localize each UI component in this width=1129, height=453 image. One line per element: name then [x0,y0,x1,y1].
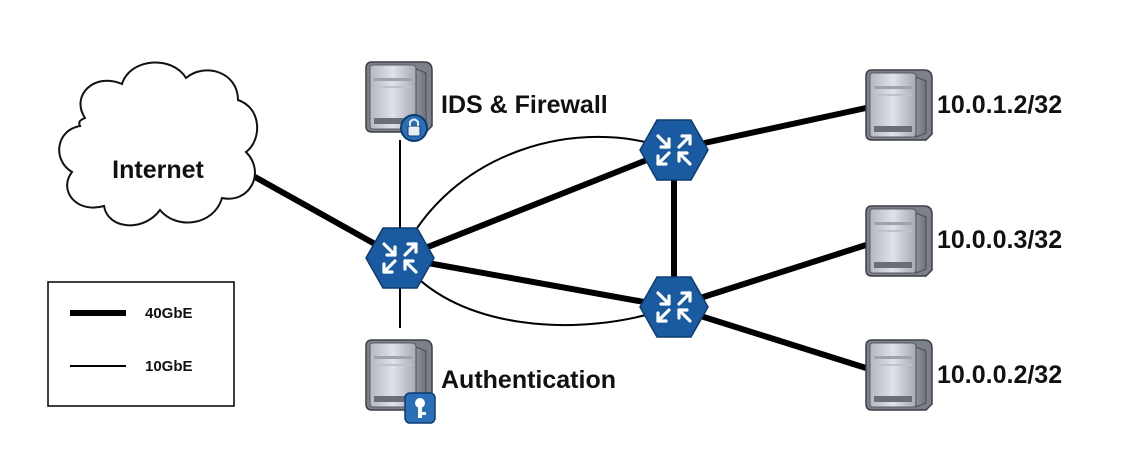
link-lower-host2 [671,242,867,310]
legend-10gbe-label: 10GbE [145,358,193,375]
upper-router [638,118,710,182]
links-10gbe [399,135,673,328]
link-lower-host3 [671,304,867,371]
link-core-lower-10g [399,257,673,326]
core-router [364,226,436,290]
legend: 40GbE 10GbE [47,281,235,407]
authentication-label: Authentication [441,366,616,394]
link-core-upper [398,147,674,261]
host-node-3: 10.0.0.2/32 [865,339,1062,411]
link-core-lower [399,255,673,310]
host-node-2: 10.0.0.3/32 [865,205,1062,277]
internet-cloud: Internet [58,61,259,227]
router-icon [364,226,436,290]
authentication-node: Authentication [365,339,616,424]
router-icon [638,275,710,339]
link-core-upper-10g [399,135,673,259]
legend-40gbe-label: 40GbE [145,305,193,322]
server-icon [865,205,933,277]
internet-label: Internet [112,156,204,184]
server-icon [865,69,933,141]
key-badge-icon [404,392,436,424]
cloud-icon [58,61,259,227]
lower-router [638,275,710,339]
links-40gbe [244,105,867,371]
server-icon [865,339,933,411]
router-icon [638,118,710,182]
host-1-label: 10.0.1.2/32 [937,91,1062,119]
ids-firewall-node: IDS & Firewall [365,61,608,142]
ids-firewall-label: IDS & Firewall [441,91,608,119]
legend-box [47,281,235,407]
lock-badge-icon [400,114,428,142]
host-3-label: 10.0.0.2/32 [937,361,1062,389]
host-node-1: 10.0.1.2/32 [865,69,1062,141]
host-2-label: 10.0.0.3/32 [937,226,1062,254]
